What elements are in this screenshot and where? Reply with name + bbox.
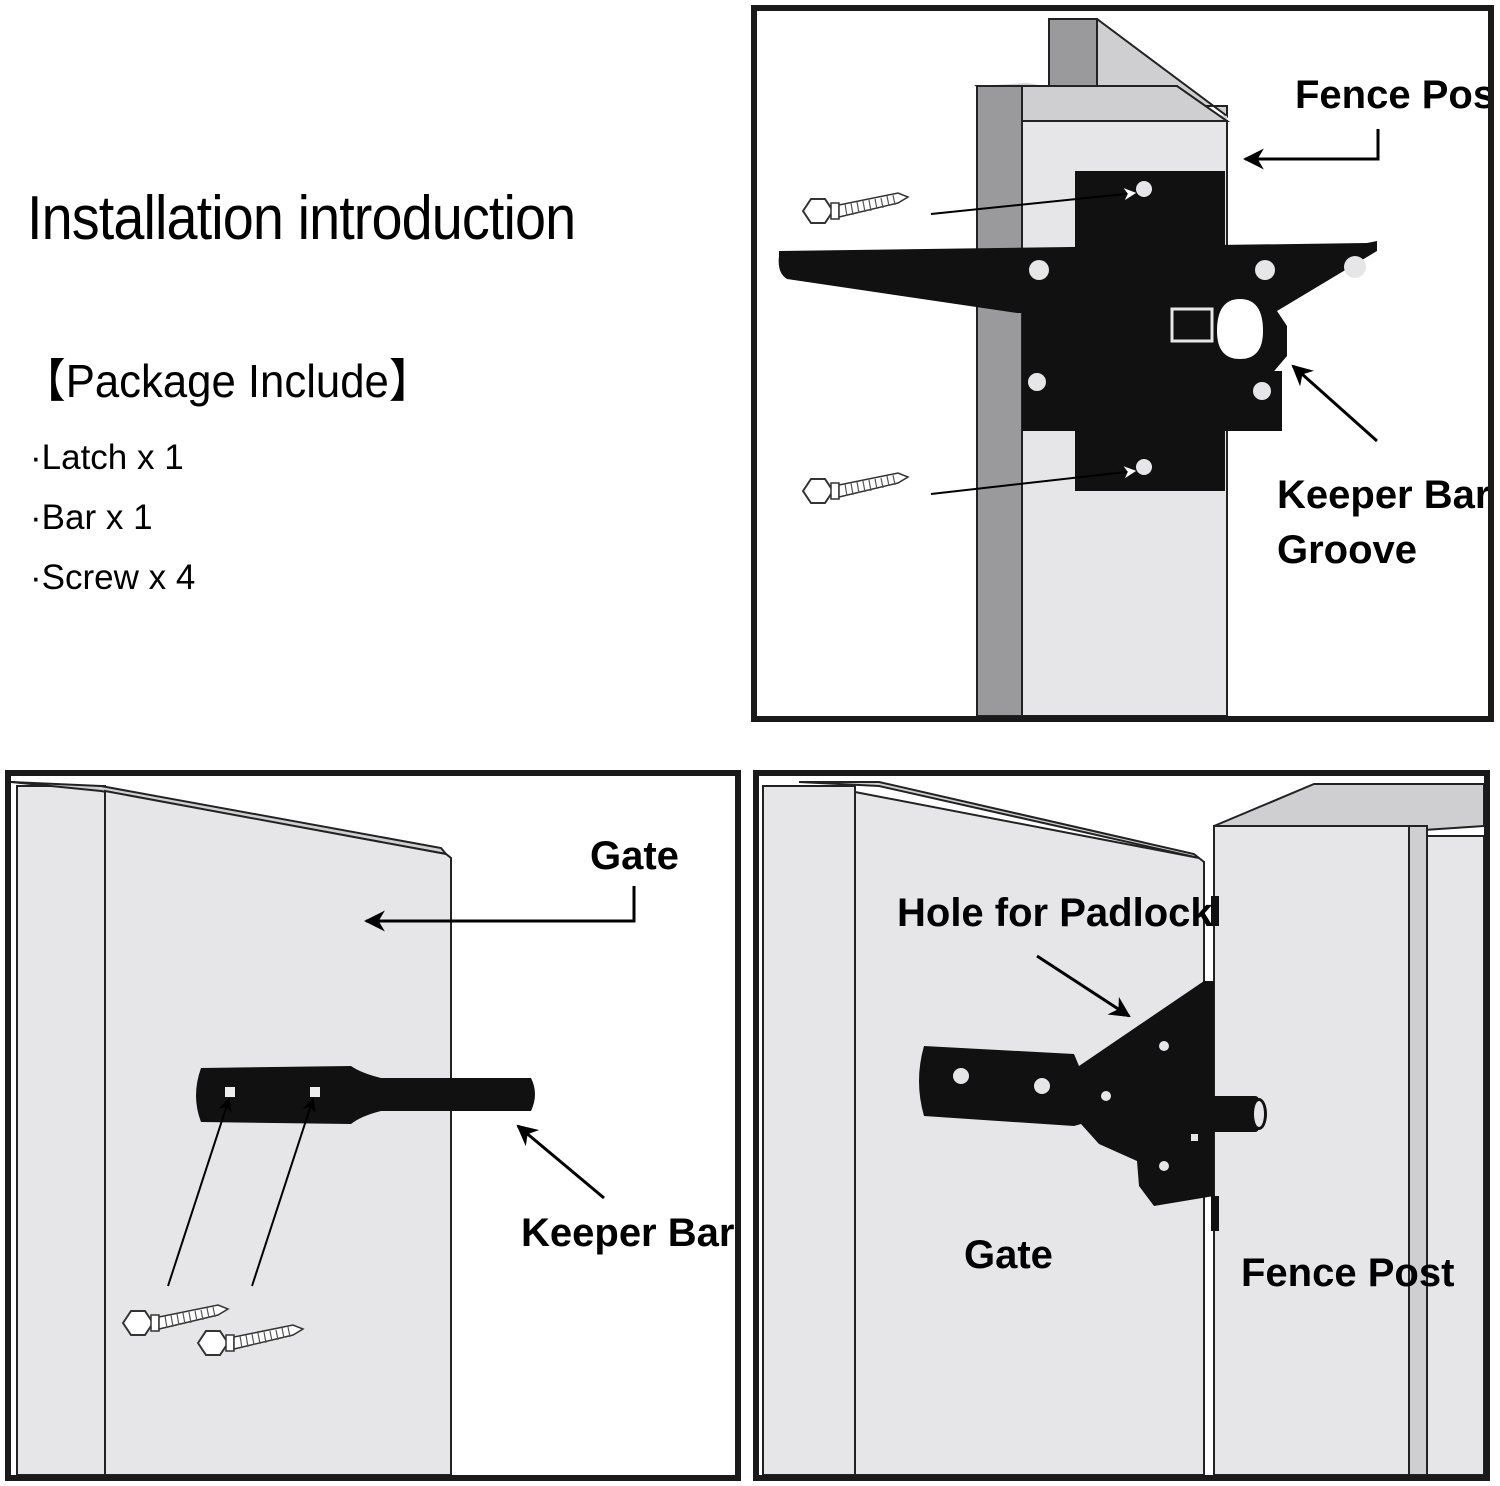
package-item: ·Latch x 1 bbox=[30, 438, 184, 477]
package-list: ·Latch x 1 ·Bar x 1 ·Screw x 4 bbox=[30, 428, 195, 608]
latch-illustration bbox=[778, 171, 1377, 491]
label-groove: Groove bbox=[1277, 528, 1417, 572]
label-fence-post: Fence Post bbox=[1295, 73, 1488, 117]
package-heading: 【Package Include】 bbox=[22, 355, 433, 407]
screw-icon bbox=[802, 192, 909, 224]
latch-holes bbox=[1028, 181, 1366, 475]
page-title: Installation introduction bbox=[27, 184, 576, 253]
label-gate: Gate bbox=[590, 834, 679, 878]
screw-icon bbox=[802, 472, 909, 504]
label-fence-post: Fence Post bbox=[1241, 1251, 1454, 1295]
package-item: ·Screw x 4 bbox=[30, 558, 196, 597]
package-item: ·Bar x 1 bbox=[30, 498, 153, 537]
diagram-installed-latch: Hole for Padlock Gate Fence Post bbox=[753, 770, 1490, 1481]
keeper-bar-illustration bbox=[196, 1066, 535, 1124]
label-padlock: Hole for Padlock bbox=[897, 891, 1213, 935]
label-groove: Keeper Bar bbox=[1277, 473, 1488, 517]
diagram-latch-on-post: Fence Post Keeper Bar Groove bbox=[751, 5, 1494, 722]
label-gate: Gate bbox=[964, 1233, 1053, 1277]
label-keeper-bar: Keeper Bar bbox=[521, 1211, 734, 1255]
installed-latch-screws bbox=[953, 1041, 1198, 1171]
installed-latch-illustration bbox=[919, 896, 1267, 1231]
diagram-keeper-bar-on-gate: Gate Keeper Bar bbox=[5, 770, 741, 1481]
